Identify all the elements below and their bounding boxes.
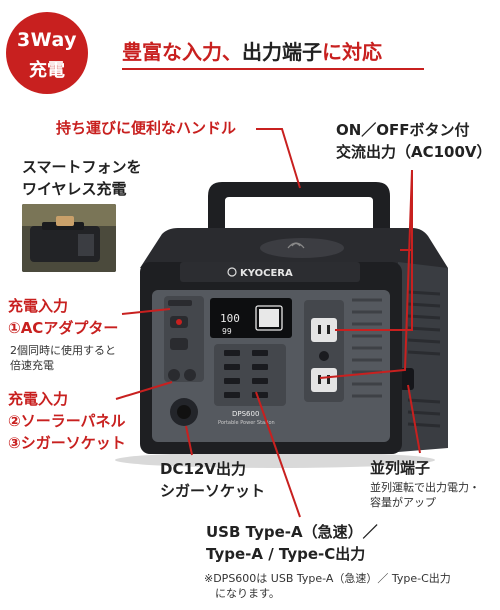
brand-logo-icon	[227, 267, 237, 277]
solar-label-line1: 充電入力	[8, 390, 69, 408]
parallel-label-title: 並列端子	[370, 459, 431, 477]
ac-outlet-1	[311, 318, 337, 342]
ac-adapter-port-2	[170, 338, 188, 350]
brand-band	[180, 262, 360, 282]
parallel-note-line2: 容量がアップ	[370, 496, 436, 509]
model-subtitle: Portable Power Station	[218, 420, 275, 426]
ac-input-note-line2: 倍速充電	[10, 359, 54, 372]
wireless-label-line1: スマートフォンを	[22, 158, 142, 176]
solar-label-line2: ②ソーラーパネル	[8, 412, 126, 430]
headline-part3: に対応	[322, 40, 382, 64]
dc-label-line2: シガーソケット	[160, 482, 266, 500]
footnote-line2: になります。	[215, 587, 280, 600]
footnote-line1: ※DPS600は USB Type-A（急速）／ Type-C出力	[204, 572, 451, 585]
parallel-note-line1: 並列運転で出力電力・	[370, 481, 480, 494]
display-left-value: 100	[220, 312, 240, 325]
headline: 豊富な入力、出力端子に対応	[122, 36, 382, 65]
headline-underline	[122, 68, 424, 70]
onoff-label-line1: ON／OFFボタン付	[336, 121, 470, 139]
headline-part2: 出力端子	[242, 40, 322, 64]
solar-input-port	[168, 369, 180, 381]
wireless-label-line2: ワイヤレス充電	[22, 180, 127, 198]
ac-input-label-line1: 充電入力	[8, 297, 69, 315]
headline-part1: 豊富な入力、	[122, 40, 242, 64]
battery-gauge-icon	[255, 305, 283, 331]
dc-label-line1: DC12V出力	[160, 460, 246, 478]
wireless-pad	[260, 238, 344, 258]
ac-input-note-line1: 2個同時に使用すると	[10, 344, 116, 357]
handle-label: 持ち運びに便利なハンドル	[56, 119, 237, 137]
front-vents	[352, 298, 382, 398]
wireless-charging-photo	[22, 204, 116, 272]
3way-charge-badge: 3Way 充電	[6, 12, 88, 94]
parallel-port	[400, 368, 414, 390]
usb-label-line1: USB Type-A（急速）／	[206, 523, 378, 541]
ac-power-button	[319, 351, 329, 361]
ac-outlet-2	[311, 368, 337, 392]
badge-line1: 3Way	[16, 29, 78, 51]
lcd-display	[210, 298, 292, 338]
brand-text: KYOCERA	[240, 268, 293, 279]
display-right-value: 99	[222, 327, 232, 336]
handle	[208, 182, 390, 232]
model-text: DPS600	[232, 410, 259, 418]
car-input-port	[184, 369, 196, 381]
onoff-label-line2: 交流出力（AC100V）	[336, 143, 492, 161]
photo-image	[22, 204, 116, 272]
wireless-icon	[287, 242, 305, 249]
solar-label-line3: ③シガーソケット	[8, 434, 126, 452]
ac-input-label-line2: ①ACアダプター	[8, 319, 119, 337]
badge-line2: 充電	[29, 60, 65, 81]
usb-label-line2: Type-A / Type-C出力	[206, 545, 366, 563]
usb-port-area	[214, 344, 286, 406]
